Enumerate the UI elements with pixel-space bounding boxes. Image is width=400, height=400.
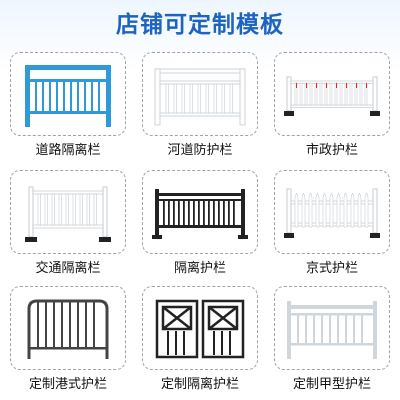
product-card-custom-isolation-railing: 定制隔离护栏 bbox=[142, 286, 258, 398]
product-label: 定制港式护栏 bbox=[28, 377, 107, 392]
product-image-frame bbox=[10, 170, 126, 254]
hk-style-railing-image bbox=[27, 299, 109, 359]
blue-road-railing-image bbox=[25, 65, 111, 127]
product-card-isolation-railing: 隔离护栏 bbox=[142, 170, 258, 282]
product-grid: 道路隔离栏 河道防护栏 bbox=[10, 52, 390, 396]
product-card-municipal-railing: 市政护栏 bbox=[274, 52, 390, 164]
product-image-frame bbox=[10, 286, 126, 370]
a-type-railing-image bbox=[287, 301, 377, 359]
product-image-frame bbox=[274, 170, 390, 254]
traffic-railing-image bbox=[25, 186, 111, 242]
product-card-a-type-railing: 定制甲型护栏 bbox=[274, 286, 390, 398]
product-image-frame bbox=[142, 286, 258, 370]
x-panel-railing-image bbox=[155, 299, 245, 359]
product-label: 定制隔离护栏 bbox=[160, 377, 239, 392]
product-card-river-railing: 河道防护栏 bbox=[142, 52, 258, 164]
product-image-frame bbox=[10, 52, 126, 136]
black-isolation-railing-image bbox=[152, 189, 248, 239]
product-image-frame bbox=[142, 170, 258, 254]
product-label: 交通隔离栏 bbox=[35, 261, 101, 276]
product-label: 河道防护栏 bbox=[167, 143, 233, 158]
product-image-frame bbox=[142, 52, 258, 136]
product-label: 市政护栏 bbox=[305, 143, 358, 158]
product-card-traffic-railing: 交通隔离栏 bbox=[10, 170, 126, 282]
municipal-railing-image bbox=[284, 76, 380, 116]
white-river-railing-image bbox=[154, 68, 246, 126]
product-label: 隔离护栏 bbox=[173, 261, 226, 276]
product-card-hk-railing: 定制港式护栏 bbox=[10, 286, 126, 398]
product-image-frame bbox=[274, 286, 390, 370]
product-label: 京式护栏 bbox=[305, 261, 358, 276]
product-label: 定制甲型护栏 bbox=[292, 377, 371, 392]
product-card-road-railing: 道路隔离栏 bbox=[10, 52, 126, 164]
product-card-picket-railing: 京式护栏 bbox=[274, 170, 390, 282]
picket-railing-image bbox=[284, 188, 380, 238]
product-image-frame bbox=[274, 52, 390, 136]
product-label: 道路隔离栏 bbox=[35, 143, 101, 158]
page-title: 店铺可定制模板 bbox=[116, 12, 284, 38]
